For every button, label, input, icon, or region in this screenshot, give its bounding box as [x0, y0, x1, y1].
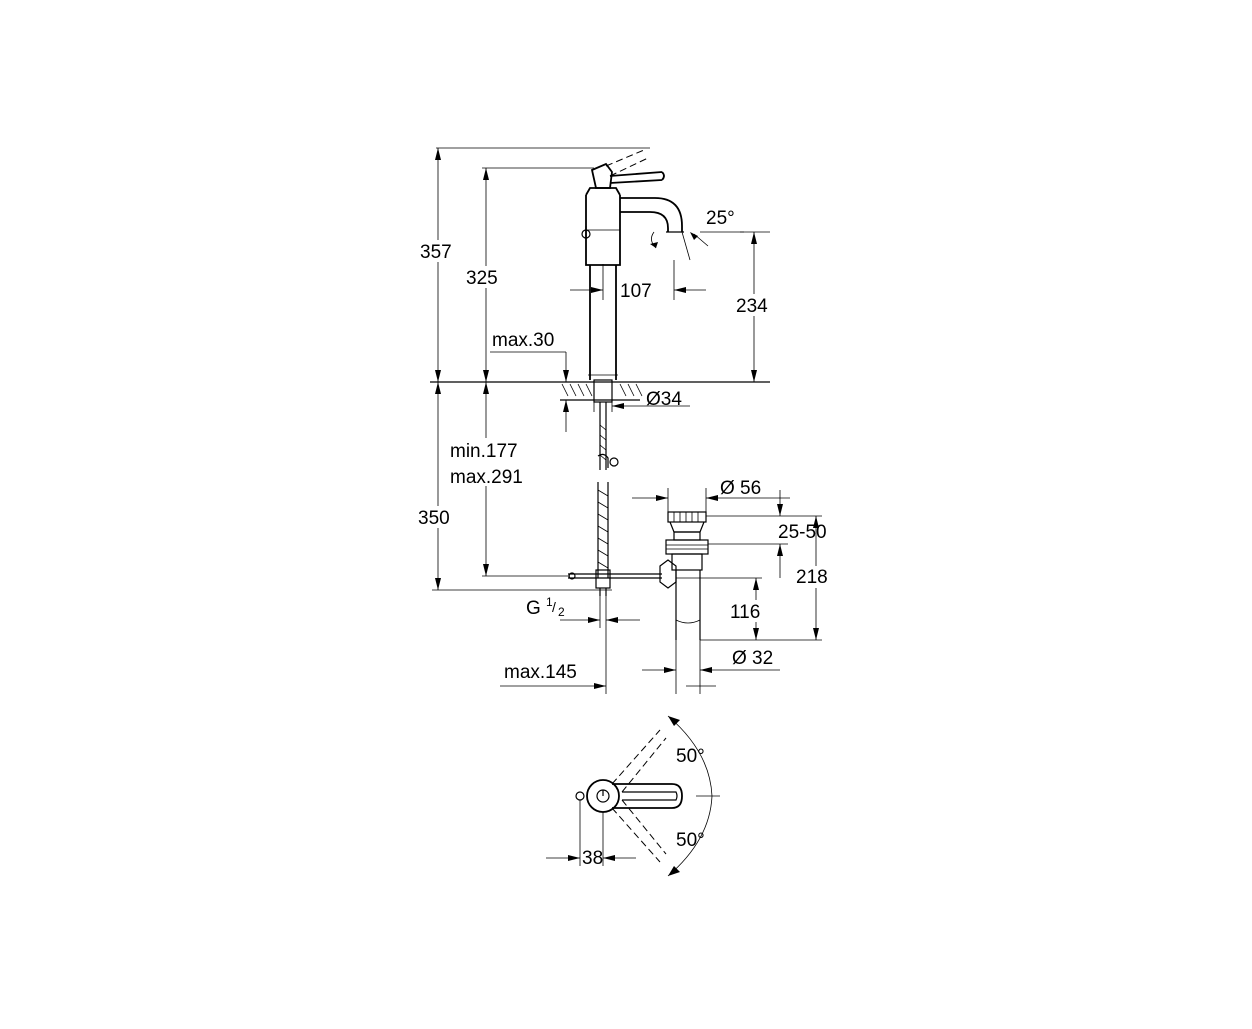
dim-waste-range: 25-50 [706, 490, 827, 578]
dim-outlet-height: 234 [734, 231, 776, 382]
dim-label-spout-angle: 25° [706, 208, 735, 229]
dim-total-height: 357 [416, 147, 650, 382]
dim-label-hole-diameter: Ø34 [646, 389, 682, 410]
faucet-side-view [581, 149, 744, 380]
dim-label-234: 234 [736, 296, 768, 317]
dim-label-min177: min.177 [450, 441, 518, 462]
waste-drain [659, 511, 709, 640]
dim-label-thread-g: G [526, 598, 541, 619]
dim-label-116: 116 [730, 602, 760, 623]
dim-below-deck: 350 [416, 382, 612, 591]
dim-hole-diameter: Ø34 [593, 389, 690, 412]
dim-label-350: 350 [418, 508, 450, 529]
deck-section [430, 379, 770, 420]
dim-waste-pipe-diameter: Ø 32 [642, 640, 780, 694]
dim-waste-height: 218 [700, 516, 838, 641]
dim-label-218: 218 [796, 567, 828, 588]
dim-spout-reach: 107 [570, 260, 706, 302]
dim-label-waste-range: 25-50 [778, 522, 827, 543]
dim-label-thread-den: 2 [558, 605, 565, 619]
dim-spout-height: 325 [464, 167, 594, 382]
dim-label-107: 107 [620, 281, 652, 302]
dim-waste-top-diameter: Ø 56 [632, 478, 790, 512]
dim-max-deck: max.30 [490, 330, 569, 432]
dim-thread: G 1 / 2 [526, 595, 640, 628]
dim-label-max30: max.30 [492, 330, 554, 351]
dim-label-angle-up: 50° [676, 746, 705, 767]
dim-label-325: 325 [466, 268, 498, 289]
dim-label-thread-num: 1 [546, 595, 553, 609]
dim-label-max291: max.291 [450, 467, 523, 488]
dim-label-angle-down: 50° [676, 830, 705, 851]
dim-connection-range: min.177 max.291 [446, 382, 570, 577]
dim-label-357: 357 [420, 242, 452, 263]
supply-hose [568, 420, 662, 596]
svg-text:/: / [552, 599, 556, 615]
dim-lever-offset: 38 [546, 800, 636, 869]
dim-label-waste-top: Ø 56 [720, 478, 761, 499]
dim-label-38: 38 [582, 848, 603, 869]
dim-offset: max.145 [500, 628, 607, 694]
dim-label-waste-pipe: Ø 32 [732, 648, 773, 669]
dim-label-max145: max.145 [504, 662, 577, 683]
dim-waste-outlet: 116 [676, 577, 768, 640]
